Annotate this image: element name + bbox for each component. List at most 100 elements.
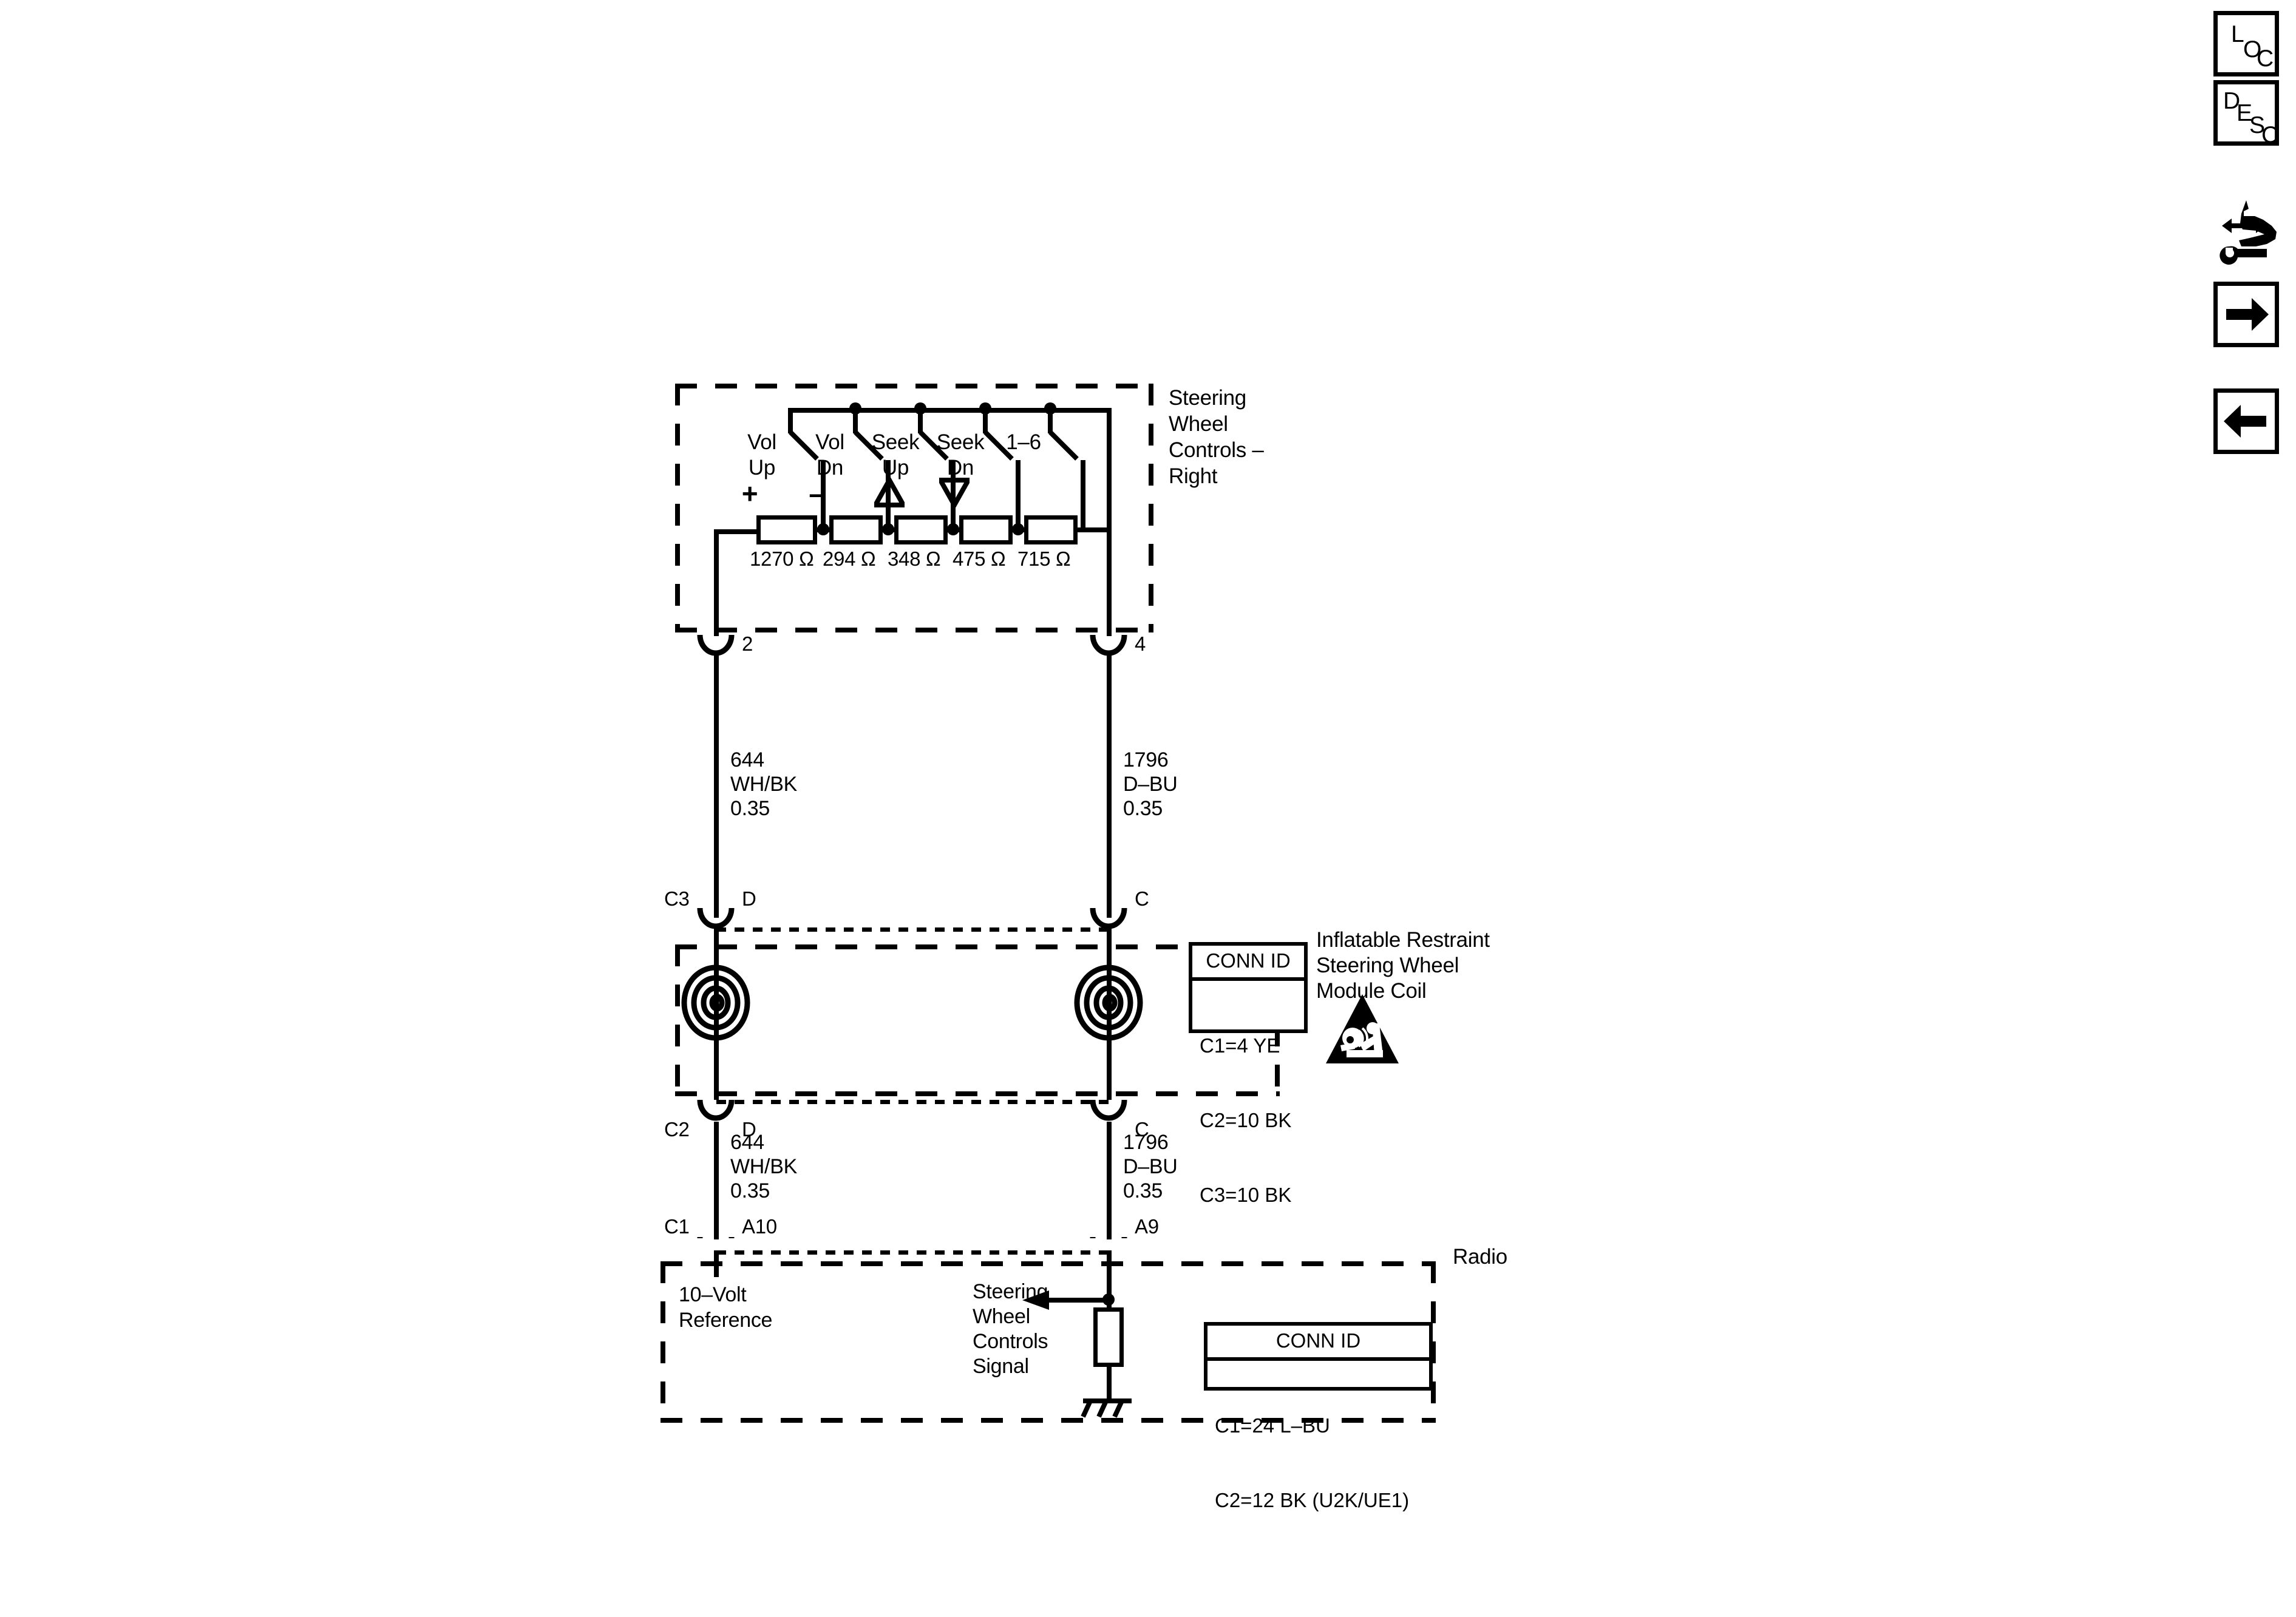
coil-module-label: Inflatable Restraint Steering Wheel Modu… <box>1316 928 1490 1003</box>
wire-1796-lower <box>1107 1122 1112 1239</box>
radio-pulldown-resistor <box>1093 1307 1124 1367</box>
switch-seek-dn-blade[interactable] <box>977 429 1019 464</box>
coil-left-conductor <box>714 927 719 1100</box>
coil-bottom-pin-c: C <box>1135 1118 1149 1141</box>
swc-right-vertical <box>1107 408 1112 636</box>
radio-conn-id-box: CONN ID C1=24 L–BU C2=12 BK (U2K/UE1) <box>1204 1322 1433 1511</box>
resistor-label-715: 715 Ω <box>1017 547 1071 570</box>
loc-letter-1: L <box>2231 21 2244 47</box>
switch-seek-up-rail-drop <box>918 408 923 433</box>
switch-seek-dn-symbol <box>939 478 970 507</box>
previous-button[interactable] <box>2213 388 2279 454</box>
radio-module-left-edge <box>661 1261 665 1423</box>
radio-10v-reference-label: 10–Volt Reference <box>679 1283 773 1332</box>
switch-1-6-blade[interactable] <box>1042 429 1084 464</box>
radio-c1-connector-id: C1 <box>664 1215 690 1238</box>
coil-upper-mating-line <box>716 927 1110 932</box>
resistor-link-5 <box>1076 527 1109 532</box>
switch-vol-up-label: Vol Up <box>747 430 776 480</box>
resistor-label-1270: 1270 Ω <box>750 547 814 570</box>
steering-wheel-controls-module-boundary <box>675 384 1153 632</box>
radio-c1-pin-a10: A10 <box>742 1215 777 1238</box>
wire-1796-upper <box>1107 652 1112 918</box>
switch-vol-up-rail-drop <box>788 408 793 433</box>
desc-letter-3: S <box>2249 112 2266 138</box>
coil-spiral-left-icon <box>681 964 750 1041</box>
desc-letter-4: C <box>2261 122 2279 148</box>
connector-pin-2-number: 2 <box>742 632 753 655</box>
resistor-475 <box>959 515 1013 544</box>
next-button[interactable] <box>2213 282 2279 347</box>
switch-seek-up-tap <box>951 460 956 529</box>
hand-wrench-icon <box>2220 200 2277 265</box>
coil-conn-id-row-1: C1=4 YE <box>1200 1034 1280 1057</box>
desc-button[interactable]: D E S C <box>2213 80 2279 148</box>
radio-module-label: Radio <box>1453 1245 1507 1269</box>
switch-vol-up-tap <box>821 460 826 529</box>
wire-644-lower <box>714 1122 719 1239</box>
coil-module-left-edge <box>675 944 680 1096</box>
coil-spiral-right-icon <box>1074 964 1143 1041</box>
switch-vol-up-blade[interactable] <box>782 429 824 464</box>
switch-seek-up-symbol <box>874 477 905 507</box>
resistor-1270 <box>756 515 817 544</box>
radio-10v-ref-stub <box>714 1250 719 1277</box>
coil-top-c-cup <box>1090 907 1127 929</box>
resistor-link-3 <box>946 527 962 532</box>
coil-c3-d-cup <box>697 907 735 929</box>
coil-right-conductor <box>1107 927 1112 1100</box>
switch-vol-dn-tap <box>886 460 891 529</box>
swc-bottom-return-h <box>714 529 756 534</box>
coil-c2-d-cup <box>697 1099 735 1121</box>
radio-module-right-edge <box>1431 1261 1436 1423</box>
coil-conn-id-row-2: C2=10 BK <box>1200 1109 1292 1131</box>
wire-1796-upper-label: 1796 D–BU 0.35 <box>1123 748 1178 820</box>
coil-bottom-c-cup <box>1090 1099 1127 1121</box>
switch-vol-up-symbol: + <box>741 478 758 509</box>
coil-conn-id-header: CONN ID <box>1192 946 1304 981</box>
resistor-label-294: 294 Ω <box>823 547 876 570</box>
coil-top-pin-c: C <box>1135 887 1149 910</box>
switch-vol-dn-symbol: – <box>809 478 824 509</box>
radio-pin-a9: A9 <box>1135 1215 1159 1238</box>
resistor-link-2 <box>881 527 897 532</box>
arrow-left-icon <box>2224 405 2266 438</box>
switch-seek-dn-label: Seek Dn <box>936 430 985 480</box>
steering-wheel-controls-label: Steering Wheel Controls – Right <box>1169 386 1264 488</box>
switch-vol-dn-rail-drop <box>853 408 858 433</box>
coil-c2-pin-d: D <box>742 1118 756 1141</box>
resistor-348 <box>894 515 948 544</box>
loc-button[interactable]: L O C <box>2213 11 2279 76</box>
desc-letter-2: E <box>2237 100 2253 126</box>
radio-conn-id-header: CONN ID <box>1207 1326 1429 1361</box>
coil-conn-id-box: CONN ID C1=4 YE C2=10 BK C3=10 BK <box>1189 942 1308 1206</box>
radio-conn-id-row-1: C1=24 L–BU <box>1215 1414 1330 1437</box>
radio-signal-label: Steering Wheel Controls Signal <box>973 1280 1048 1378</box>
resistor-label-475: 475 Ω <box>953 547 1006 570</box>
resistor-link-1 <box>816 527 832 532</box>
wire-1796-lower-label: 1796 D–BU 0.35 <box>1123 1131 1178 1202</box>
service-tool-button[interactable] <box>2211 195 2283 267</box>
switch-vol-dn-label: Vol Dn <box>815 430 844 480</box>
swc-left-vertical <box>714 529 719 636</box>
resistor-link-4 <box>1011 527 1027 532</box>
wire-644-upper <box>714 652 719 918</box>
resistor-label-348: 348 Ω <box>888 547 941 570</box>
switch-1-6-label: 1–6 <box>1006 430 1041 454</box>
coil-module-top-edge <box>675 944 1280 949</box>
wire-644-lower-label: 644 WH/BK 0.35 <box>730 1131 797 1202</box>
switch-seek-up-label: Seek Up <box>871 430 920 480</box>
airbag-warning-triangle-icon <box>1326 994 1399 1063</box>
wire-644-upper-label: 644 WH/BK 0.35 <box>730 748 797 820</box>
switch-vol-dn-blade[interactable] <box>847 429 889 464</box>
desc-letter-1: D <box>2223 88 2241 114</box>
coil-module-bottom-edge <box>675 1091 1280 1096</box>
swc-top-rail <box>788 408 1111 413</box>
resistor-294 <box>829 515 883 544</box>
radio-conn-id-row-2: C2=12 BK (U2K/UE1) <box>1215 1489 1410 1511</box>
radio-ground-icon <box>1081 1398 1132 1418</box>
switch-1-6-rail-drop <box>1048 408 1053 433</box>
radio-module-top-edge <box>661 1261 1436 1266</box>
switch-seek-up-blade[interactable] <box>912 429 954 464</box>
